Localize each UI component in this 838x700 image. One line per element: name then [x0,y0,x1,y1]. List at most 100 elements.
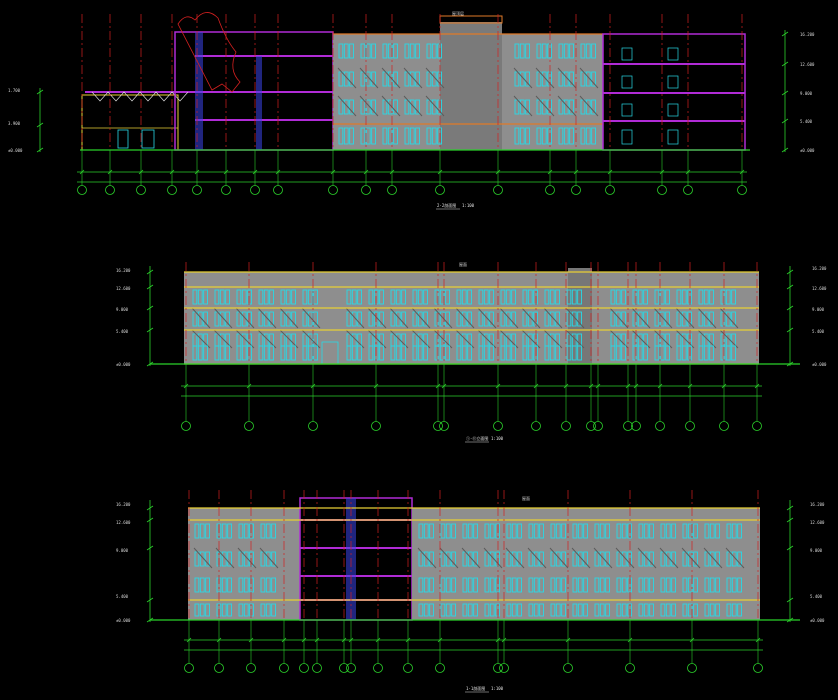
elev-mark: 9.000 [812,307,825,312]
window-pane [467,577,473,593]
window-pane [371,99,376,115]
window-unit [417,547,437,569]
window-unit [506,523,522,539]
window-pane [725,345,731,361]
facade-brace [417,547,437,569]
window-pane [698,289,704,305]
window-pane [307,289,313,305]
window-pane [225,311,230,327]
window-unit [238,523,254,539]
window-pane [495,551,500,567]
entrance-door-right [141,129,155,149]
window-pane [461,289,467,305]
window-unit [346,345,362,361]
window-pane [434,345,440,361]
axis-bubble [308,421,318,431]
window-pane [500,311,506,327]
axis-bubble [214,663,224,673]
window-unit [418,577,434,593]
window-pane [194,603,200,617]
window-unit [557,67,577,89]
window-pane [313,345,318,361]
window-pane [302,311,308,327]
window-pane [737,577,742,593]
window-pane [665,289,670,305]
window-unit [593,547,613,569]
window-pane [671,551,676,567]
window-pane [563,43,569,59]
facade-brace [565,329,585,349]
window-pane [313,289,318,305]
facade-brace [513,95,533,117]
window-unit [550,523,566,539]
facade-brace [631,307,651,329]
window-pane [307,345,313,361]
window-pane [445,311,450,327]
elevation-ladder [786,266,794,367]
window-pane [671,577,676,593]
elev-mark: ±0.000 [8,148,23,153]
window-pane [591,43,596,59]
window-pane [489,577,495,593]
window-pane [682,603,688,617]
window-pane [544,345,550,361]
facade-brace [637,547,657,569]
window-pane [404,127,410,145]
window-pane [569,127,574,145]
window-unit [418,523,434,539]
window-unit [260,523,276,539]
window-pane [483,345,489,361]
window-pane [401,289,406,305]
dimension-tick [547,169,553,175]
window-unit [638,577,654,593]
elev-mark: ±0.000 [116,618,131,623]
window-pane [489,289,494,305]
window-unit [550,577,566,593]
window-unit [500,289,516,305]
window-pane [687,577,693,593]
facade-brace [527,547,547,569]
middle-right-elevation-marks: 16.200 12.600 9.000 5.400 ±0.000 [812,266,827,367]
window-unit [214,345,230,361]
section-wall-mid [256,56,262,150]
window-unit [411,307,431,329]
dimension-tick [310,383,316,389]
elevation-windows [191,289,739,361]
window-pane [610,345,616,361]
axis-bubble [387,185,397,195]
window-pane [415,99,420,115]
window-pane [533,311,538,327]
window-pane [703,289,709,305]
window-pane [302,345,308,361]
window-unit [412,345,428,361]
window-pane [489,311,494,327]
axis-grid [36,14,794,673]
window-pane [709,603,715,617]
window-pane [291,289,296,305]
window-pane [533,577,539,593]
facade-brace [543,329,563,349]
window-pane [473,551,478,567]
elev-mark: ±0.000 [810,618,825,623]
window-pane [632,311,638,327]
window-unit [404,127,420,145]
window-pane [517,603,522,617]
elev-mark: 12.600 [116,520,131,525]
window-pane [594,577,600,593]
window-pane [360,43,366,59]
window-unit [514,127,530,145]
window-pane [533,603,539,617]
window-pane [440,523,446,539]
window-unit [544,289,560,305]
dimension-tick [330,169,336,175]
window-pane [506,523,512,539]
window-unit [337,95,357,117]
window-pane [572,551,578,567]
window-pane [456,311,462,327]
ladder-tick [36,89,44,95]
facade-brace [359,67,379,89]
window-pane [194,551,200,567]
facade-brace [681,547,701,569]
ladder-tick [781,90,789,96]
window-unit [720,345,736,361]
